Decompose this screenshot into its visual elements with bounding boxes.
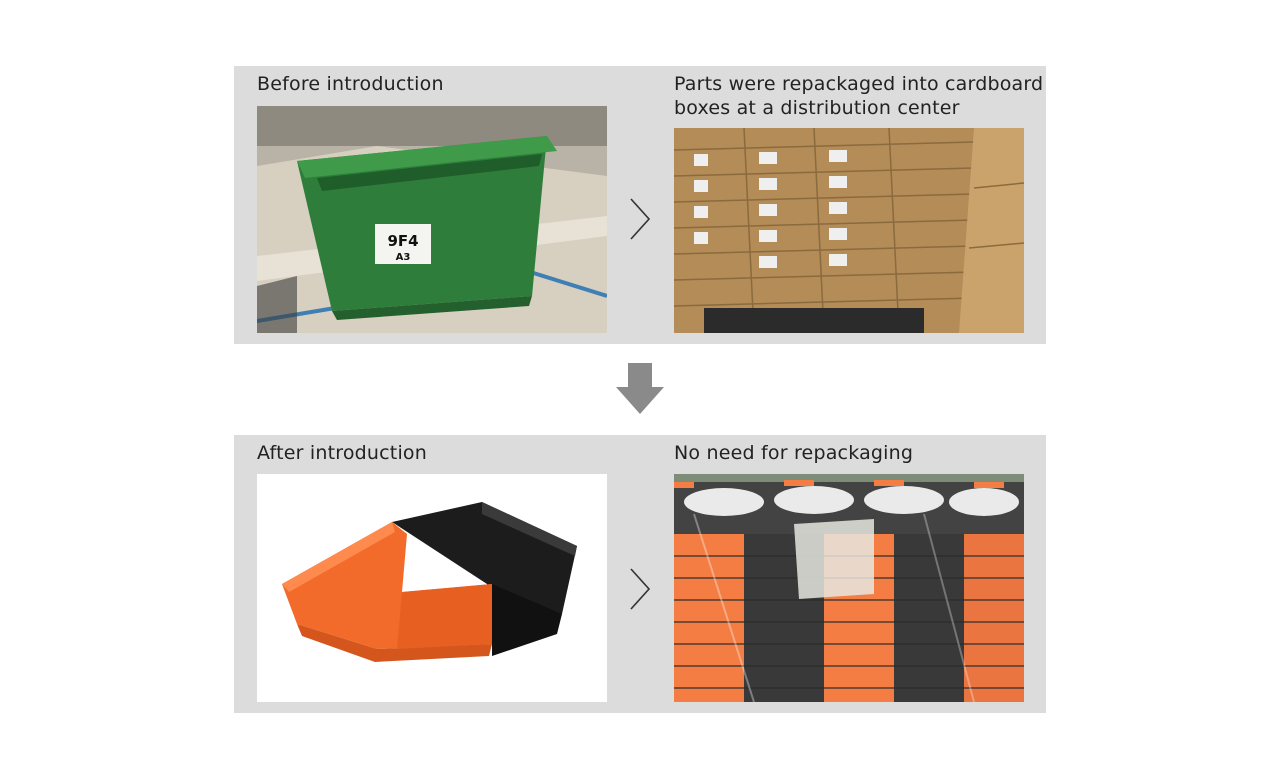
before-panel: Before introduction Parts were repackage… bbox=[234, 66, 1046, 344]
after-panel: After introduction No need for repackagi… bbox=[234, 435, 1046, 713]
down-arrow-icon bbox=[616, 363, 664, 414]
cardboard-boxes-photo bbox=[674, 128, 1024, 333]
orange-bin-photo bbox=[257, 474, 607, 702]
bin-tag-sub: A3 bbox=[396, 252, 411, 263]
after-result-label: No need for repackaging bbox=[674, 442, 914, 464]
chevron-right-icon bbox=[630, 198, 651, 240]
chevron-right-icon bbox=[630, 568, 651, 610]
bin-tag-code: 9F4 bbox=[387, 232, 418, 250]
before-result-label: Parts were repackaged into cardboard box… bbox=[674, 73, 1044, 119]
before-label: Before introduction bbox=[257, 73, 444, 95]
stacked-bins-photo bbox=[674, 474, 1024, 702]
after-label: After introduction bbox=[257, 442, 427, 464]
green-bin-photo: 9F4 A3 bbox=[257, 106, 607, 333]
